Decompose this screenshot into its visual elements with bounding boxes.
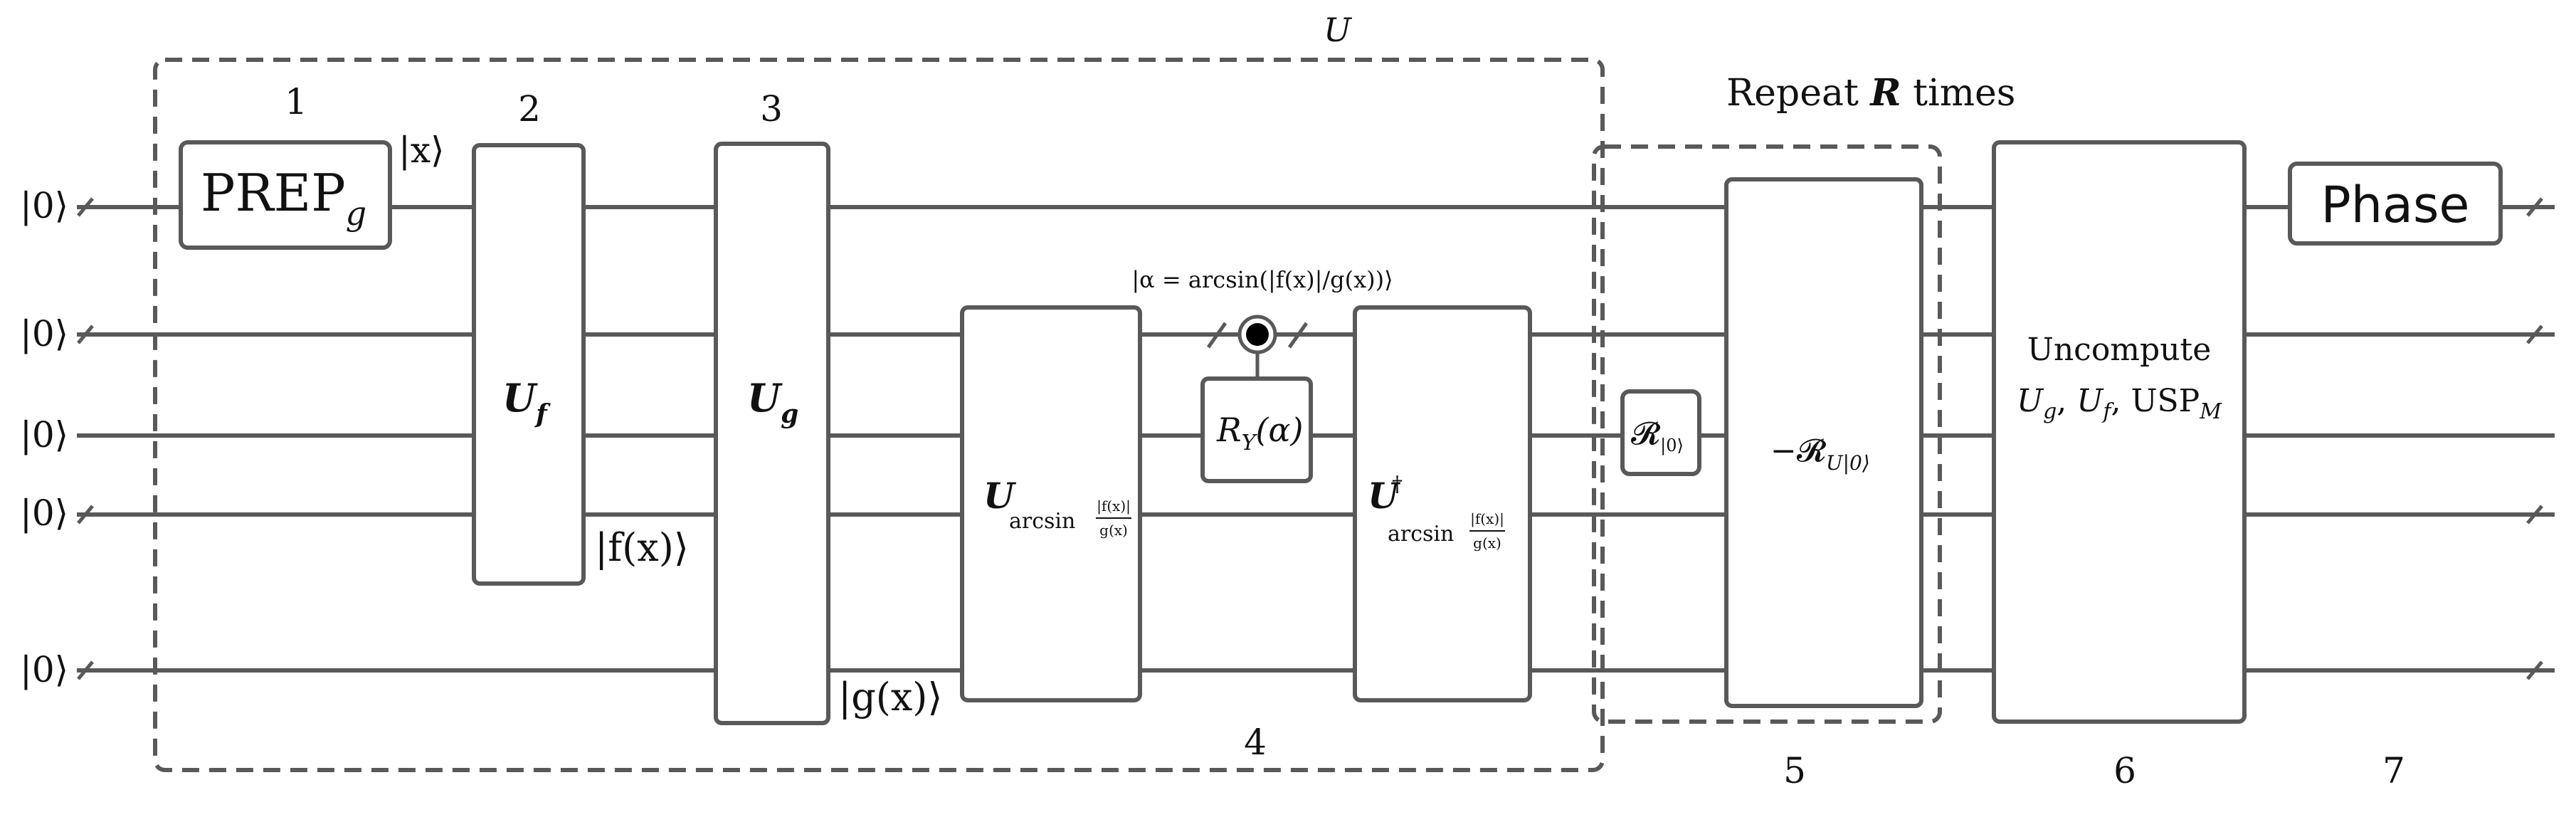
uarcsin-frac-den: g(x) [1099, 522, 1128, 539]
register-slashes [77, 197, 2543, 680]
ket-x-label: |x⟩ [398, 130, 445, 171]
slash-ctrl-left [1206, 322, 1228, 349]
step-number-6: 6 [2113, 750, 2136, 791]
uarcsin-gate: U arcsin |f(x)| g(x) [960, 305, 1142, 702]
input-state-5: |0⟩ [20, 649, 68, 690]
slash-in-2 [77, 325, 94, 344]
step-number-1: 1 [285, 81, 307, 122]
control-dot-fill [1246, 323, 1269, 346]
uncompute-title: Uncompute [2027, 332, 2212, 368]
input-state-1: |0⟩ [20, 185, 68, 226]
ug-gate: Ug [714, 142, 830, 725]
reflect-u-gate: −𝓡U|0⟩ [1724, 177, 1923, 708]
prep-gate-label: PREPg [201, 163, 366, 233]
uarcsin-frac-num: |f(x)| [1097, 497, 1131, 515]
step-number-4: 4 [1244, 722, 1267, 763]
input-labels: |0⟩ |0⟩ |0⟩ |0⟩ |0⟩ [20, 185, 68, 690]
uarcsin-dagger-frac-den: g(x) [1473, 534, 1501, 552]
prep-gate: PREPg [179, 140, 392, 250]
slash-ctrl-right [1287, 322, 1309, 349]
slash-out-4 [2526, 505, 2543, 525]
uarcsin-dagger-gate: U † arcsin |f(x)| g(x) [1353, 305, 1532, 702]
slash-out-1 [2526, 197, 2543, 217]
phase-gate-label: Phase [2321, 176, 2469, 234]
u-dashed-box [153, 58, 1605, 772]
uarcsin-dagger-frac-num: |f(x)| [1470, 510, 1504, 528]
step-number-7: 7 [2382, 750, 2405, 791]
uarcsin-gate-main: U [983, 475, 1017, 517]
reflect-zero-gate: 𝓡|0⟩ [1620, 389, 1701, 476]
input-state-3: |0⟩ [20, 414, 68, 455]
step-number-3: 3 [760, 88, 783, 130]
uarcsin-dagger-sub: arcsin [1388, 522, 1454, 547]
u-box-label: U [1324, 11, 1353, 49]
uarcsin-gate-sub: arcsin [1009, 509, 1075, 534]
ug-gate-label: Ug [747, 375, 798, 429]
repeat-dashed-box [1592, 144, 1942, 724]
ket-fx-label: |f(x)⟩ [595, 525, 689, 570]
uarcsin-dagger-main: U [1368, 475, 1401, 517]
step-number-2: 2 [518, 88, 541, 130]
slash-out-2 [2526, 325, 2543, 344]
reflect-u-label: −𝓡U|0⟩ [1770, 433, 1870, 475]
uncompute-gate: Uncompute Ug, Uf, USPM [1992, 140, 2247, 724]
slash-in-4 [77, 505, 94, 525]
reflect-zero-label: 𝓡|0⟩ [1631, 416, 1684, 456]
slash-in-1 [77, 197, 94, 217]
ket-gx-label: |g(x)⟩ [838, 675, 942, 720]
step-number-5: 5 [1783, 750, 1806, 791]
uarcsin-dagger-sup: † [1392, 472, 1403, 497]
uncompute-list: Ug, Uf, USPM [2017, 383, 2222, 424]
uf-gate: Uf [472, 143, 586, 586]
ry-gate-box [1200, 376, 1313, 483]
repeat-label: Repeat R times [1726, 71, 2015, 115]
phase-gate: Phase [2288, 162, 2503, 246]
slash-in-5 [77, 660, 94, 680]
input-state-2: |0⟩ [20, 313, 68, 354]
step-numbers: 1 2 3 4 5 6 7 [285, 81, 2405, 791]
alpha-ket-label: |α = arcsin(|f(x)|/g(x))⟩ [1131, 266, 1393, 293]
controlled-ry: RY(α) [1200, 315, 1313, 483]
input-state-4: |0⟩ [20, 492, 68, 534]
slash-out-5 [2526, 660, 2543, 680]
ry-gate-label: RY(α) [1216, 411, 1303, 455]
